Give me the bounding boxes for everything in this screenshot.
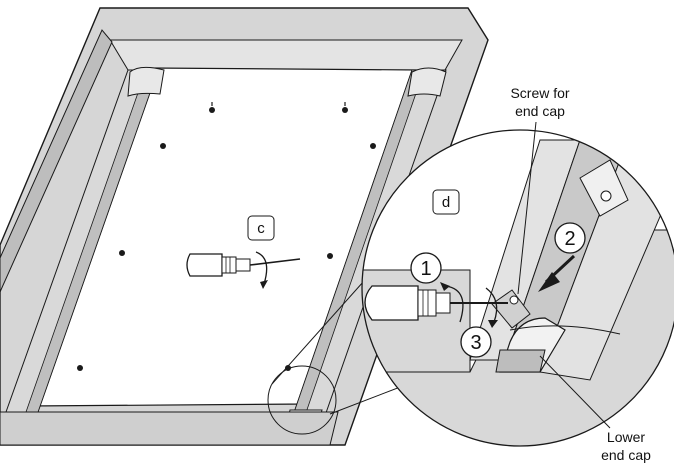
svg-text:end cap: end cap [601,447,651,463]
callout-c: c [247,215,275,241]
screw-icon [209,102,215,113]
detail-connector [271,271,373,385]
screw-icon [77,365,83,371]
screwdriver-detail [364,282,508,328]
label-screw-for-end-cap: Screw for end cap [510,85,570,295]
screw-icon [160,143,166,149]
slide-arrow-icon [538,254,576,292]
zoom-detail-d: 1 2 3 d [361,129,674,447]
screw-icon [370,143,376,149]
detail-source-circle [267,365,337,435]
svg-text:Lower: Lower [607,429,645,445]
screw-icon [119,250,125,256]
step-3: 3 [460,326,492,358]
svg-text:3: 3 [470,332,481,354]
svg-text:end cap: end cap [515,103,565,119]
screw-icon [342,102,348,113]
label-lower-end-cap: Lower end cap [539,355,651,463]
screwdriver-c [186,251,301,289]
step-1: 1 [410,252,442,284]
top-end-cap-right [407,67,447,97]
step-2: 2 [554,222,586,254]
top-end-cap-left [127,66,165,97]
svg-text:2: 2 [564,228,575,250]
detail-connector [329,383,409,415]
screw-icon [327,253,333,259]
svg-text:d: d [442,194,450,211]
panel-screws [77,102,376,371]
svg-text:1: 1 [420,258,431,280]
svg-text:c: c [257,220,265,237]
svg-text:Screw for: Screw for [510,85,569,101]
bottom-frame-lip [0,411,339,446]
callout-d: d [432,189,460,215]
